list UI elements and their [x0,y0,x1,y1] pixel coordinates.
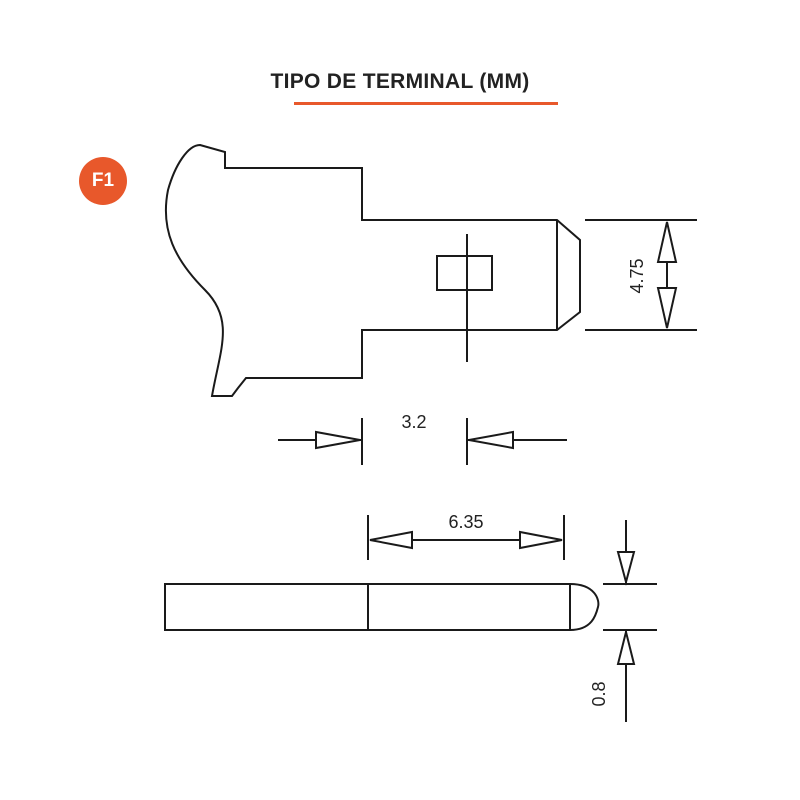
dim-4-75-arrow-up [656,221,678,263]
dim-3-2-arrow-right [468,430,514,450]
title-underline [294,102,558,105]
terminal-slot [436,255,493,291]
dim-3-2-label: 3.2 [401,412,426,432]
dim-4-75-arrow-down [656,287,678,329]
dim-6-35-label: 6.35 [448,512,483,532]
terminal-type-badge: F1 [79,157,127,205]
dim-0-8-label: 0.8 [589,681,609,706]
dim-0-8-arrow-up [616,631,636,665]
dim-0-8-arrow-down [616,551,636,586]
dim-4-75-label: 4.75 [627,258,647,293]
terminal-top-outline [164,143,581,397]
dim-6-35-arrow-right [519,530,563,550]
dim-3-2-arrow-left [315,430,361,450]
dim-6-35-arrow-left [369,530,413,550]
terminal-side-outline [164,583,600,631]
page-title: TIPO DE TERMINAL (MM) [270,70,530,93]
